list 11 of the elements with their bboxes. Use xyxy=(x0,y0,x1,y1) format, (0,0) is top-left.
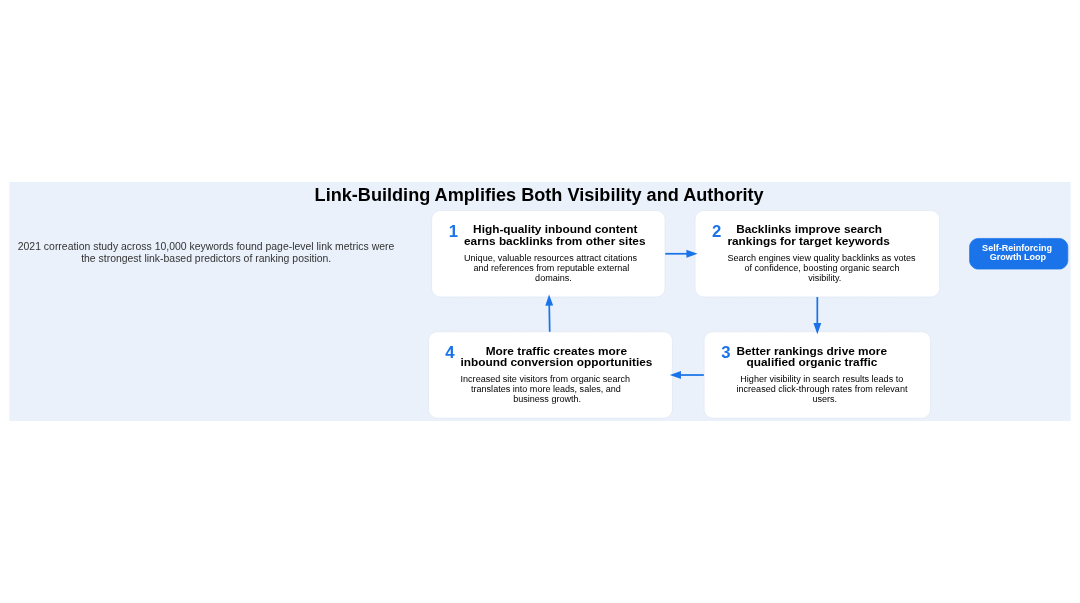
arrow xyxy=(545,294,554,333)
arrow xyxy=(813,296,822,335)
node-box: 1 High-quality inbound content earns backlinks from other sites Unique, valuable resources attract citations and references from reputable external domains. xyxy=(431,210,666,298)
node-box: Self-Reinforcing Growth Loop xyxy=(969,238,1069,270)
node-box: 2 Backlinks improve search rankings for target keywords Search engines view quality backlinks as votes of confidence, boosting organic search visibility. xyxy=(694,210,940,298)
arrow xyxy=(669,371,705,379)
node-box: 3 Better rankings drive more qualified organic traffic Higher visibility in search results leads to increased click-through rates from relevant users. xyxy=(703,331,931,419)
diagram-title: Link-Building Amplifies Both Visibility and Authority xyxy=(314,185,764,206)
label: 2021 correation study across 10,000 keywords found page-level link metrics were the strongest link-based predictors of ranking position. xyxy=(17,241,395,265)
arrow xyxy=(664,249,698,258)
node-box: 4 More traffic creates more inbound conversion opportunities Increased site visitors from organic search translates into more leads, sales, and business growth. xyxy=(428,331,673,419)
